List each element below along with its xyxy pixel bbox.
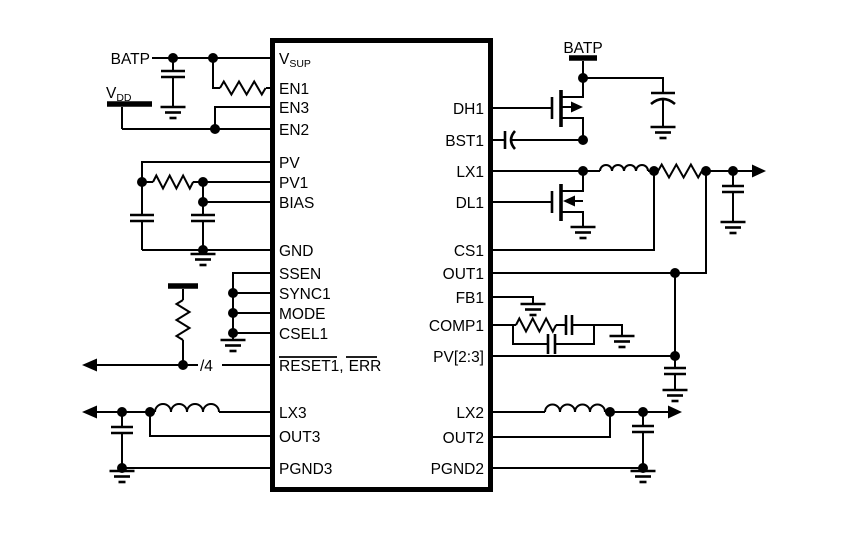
- ground-symbol: [608, 334, 636, 349]
- pin-label-ssen: SSEN: [279, 266, 321, 283]
- ground-symbol: [649, 125, 677, 140]
- pin-label-fb1: FB1: [456, 290, 484, 307]
- pin-label-bst1: BST1: [445, 133, 484, 150]
- mosfet-high-side: [491, 78, 584, 140]
- pin-label-pv1: PV1: [279, 175, 308, 192]
- curved-capacitor-plate: [509, 130, 517, 150]
- pin-label-sync1: SYNC1: [279, 286, 331, 303]
- pin-label-vsup: VSUP: [279, 51, 311, 70]
- inductor-lx1: [599, 164, 649, 172]
- ic-left-pin-labels: VSUP EN1 EN3 EN2 PV PV1 BIAS GND SSEN SY…: [279, 51, 381, 478]
- pin-label-dl1: DL1: [456, 195, 484, 212]
- resistor-reset-pullup: [174, 299, 192, 341]
- input-capacitor-batp: [159, 58, 187, 120]
- pin-label-bias: BIAS: [279, 195, 314, 212]
- net-out2: [491, 412, 611, 438]
- pin-label-mode: MODE: [279, 306, 326, 323]
- external-labels: BATP VDD BATP /4: [106, 40, 603, 375]
- junction-dots-left: [117, 53, 238, 473]
- bus-width-label: /4: [200, 358, 213, 375]
- fb1-to-ground: [491, 296, 547, 317]
- right-arrow: [668, 405, 682, 419]
- ground-symbol: [719, 220, 747, 235]
- vdd-supply: [107, 101, 272, 130]
- left-arrow: [82, 405, 97, 419]
- inductor-lx3: [154, 403, 220, 413]
- bootstrap-capacitor: [491, 130, 583, 150]
- pin-label-pgnd3: PGND3: [279, 461, 332, 478]
- right-circuitry: [491, 55, 766, 484]
- curved-capacitor-plate: [650, 97, 676, 106]
- net-label-batp-right: BATP: [563, 40, 602, 57]
- pin-label-en2: EN2: [279, 122, 309, 139]
- compensation-network: [491, 315, 636, 354]
- pin-label-gnd: GND: [279, 243, 313, 260]
- right-arrow: [752, 164, 766, 178]
- net-en3: [214, 106, 272, 129]
- pin-label-reset1-err: RESET1,ERR: [279, 358, 381, 375]
- inductor-lx2: [544, 403, 606, 413]
- pin-label-cs1: CS1: [454, 243, 484, 260]
- ground-symbol: [159, 105, 187, 120]
- net-cs1: [491, 171, 655, 251]
- pin-label-lx3: LX3: [279, 405, 307, 422]
- pin-label-csel1: CSEL1: [279, 326, 328, 343]
- ic-body: [270, 38, 493, 492]
- ground-symbol: [519, 302, 547, 317]
- net-out1: [491, 171, 707, 274]
- mosfet-arrow: [563, 195, 575, 207]
- pin-label-lx2: LX2: [456, 405, 484, 422]
- buck3-output: [82, 403, 272, 484]
- left-circuitry: [82, 53, 272, 484]
- pin-label-comp1: COMP1: [429, 318, 484, 335]
- left-arrow: [82, 358, 97, 372]
- ground-symbol: [661, 388, 689, 403]
- pin-label-dh1: DH1: [453, 101, 484, 118]
- pv23-decoupling: [491, 273, 689, 403]
- net-pv: [141, 161, 272, 182]
- ground-symbol: [189, 252, 217, 267]
- pin-label-pgnd2: PGND2: [431, 461, 484, 478]
- net-fb1: [491, 296, 534, 304]
- junction-dots-right: [578, 73, 738, 473]
- mosfet-low-side: [491, 171, 597, 240]
- buck2-output: [491, 403, 682, 484]
- pin-label-out1: OUT1: [443, 266, 484, 283]
- buck1-power-stage: [491, 162, 766, 235]
- pin-label-pv23: PV[2:3]: [433, 349, 484, 366]
- ground-symbol: [219, 338, 247, 353]
- resistor-comp1: [515, 316, 557, 334]
- pin-label-en1: EN1: [279, 81, 309, 98]
- net-out3: [149, 412, 272, 437]
- ground-symbol: [569, 225, 597, 240]
- resistor-pv1: [152, 173, 194, 191]
- mosfet-arrow: [571, 101, 583, 113]
- net-label-batp-left: BATP: [111, 51, 150, 68]
- batp-supply-right: [569, 55, 677, 140]
- pin-label-lx1: LX1: [456, 164, 484, 181]
- pin-label-pv: PV: [279, 155, 300, 172]
- pin-label-out2: OUT2: [443, 430, 484, 447]
- net-ssen: [232, 272, 272, 340]
- reset-pullup: [82, 283, 272, 372]
- pin-label-en3: EN3: [279, 100, 309, 117]
- ic-right-pin-labels: DH1 BST1 LX1 DL1 CS1 OUT1 FB1 COMP1 PV[2…: [429, 101, 484, 478]
- net-label-vdd: VDD: [106, 85, 132, 104]
- sense-resistor: [657, 162, 703, 180]
- pin-label-out3: OUT3: [279, 429, 320, 446]
- resistor-en1: [212, 58, 272, 97]
